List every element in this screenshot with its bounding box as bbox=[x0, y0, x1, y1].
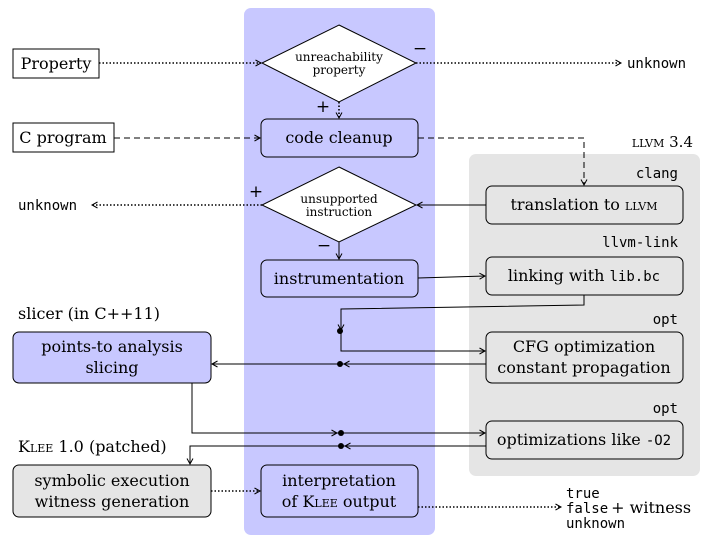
minus-label-top: − bbox=[413, 39, 427, 59]
opt-label-1: opt bbox=[653, 312, 678, 328]
unreachability-line2: property bbox=[313, 63, 366, 77]
symbolic-execution-node: symbolic execution witness generation bbox=[12, 464, 212, 518]
cfg-line1: CFG optimization bbox=[513, 337, 655, 356]
result-false-line: false+ witness bbox=[566, 498, 691, 517]
edge-linking-to-junction bbox=[337, 295, 585, 332]
slicer-caption: slicer (in C++11) bbox=[18, 304, 160, 323]
unknown-output-top: unknown bbox=[627, 56, 686, 72]
llvm-link-label: llvm-link bbox=[602, 235, 678, 251]
symbolic-line1: symbolic execution bbox=[34, 471, 189, 490]
edge-cleanup-to-translation bbox=[418, 137, 588, 187]
c-program-label: C program bbox=[19, 128, 106, 147]
slicer-line1: points-to analysis bbox=[41, 337, 183, 356]
interpretation-line1: interpretation bbox=[282, 471, 396, 490]
code-cleanup-label: code cleanup bbox=[285, 128, 392, 147]
result-true: true bbox=[566, 486, 600, 502]
symbolic-line2: witness generation bbox=[35, 492, 190, 511]
instrumentation-node: instrumentation bbox=[260, 259, 419, 298]
result-unknown: unknown bbox=[566, 516, 625, 532]
cfg-line2: constant propagation bbox=[497, 358, 670, 377]
opt-label-2: opt bbox=[653, 401, 678, 417]
slicer-node: points-to analysis slicing bbox=[12, 331, 212, 384]
translation-label: translation to llvm bbox=[510, 195, 657, 214]
plus-label-top: + bbox=[316, 97, 330, 117]
property-input-box: Property bbox=[12, 48, 100, 79]
property-label: Property bbox=[21, 54, 92, 73]
c-program-input-box: C program bbox=[12, 122, 115, 153]
code-cleanup-node: code cleanup bbox=[260, 118, 419, 158]
klee-caption: Klee 1.0 (patched) bbox=[18, 437, 167, 456]
junction-dot-4 bbox=[338, 443, 344, 449]
unknown-output-left: unknown bbox=[18, 198, 77, 214]
edge-junction-to-cfg bbox=[340, 331, 487, 355]
unsupported-line1: unsupported bbox=[300, 192, 378, 206]
unreachability-line1: unreachability bbox=[295, 50, 383, 64]
llvm-panel-background bbox=[469, 154, 700, 476]
junction-dot-3 bbox=[338, 430, 344, 436]
translation-node: translation to llvm bbox=[485, 185, 684, 225]
minus-label-mid: − bbox=[317, 236, 331, 256]
linking-node: linking with lib.bc bbox=[485, 256, 684, 296]
edge-instrumentation-to-linking bbox=[417, 272, 487, 280]
interpretation-node: interpretation of Klee output bbox=[260, 464, 419, 518]
interpretation-line2: of Klee output bbox=[282, 492, 397, 511]
cfg-optimization-node: CFG optimization constant propagation bbox=[485, 331, 684, 384]
instrumentation-label: instrumentation bbox=[274, 269, 404, 288]
clang-label: clang bbox=[636, 166, 678, 182]
junction-dot-1 bbox=[337, 328, 343, 334]
optimizations-node: optimizations like -O2 bbox=[485, 420, 684, 460]
llvm-panel-caption: llvm 3.4 bbox=[632, 133, 693, 151]
slicer-line2: slicing bbox=[85, 358, 138, 377]
unsupported-line2: instruction bbox=[306, 205, 373, 219]
junction-dot-2 bbox=[337, 361, 343, 367]
linking-label: linking with lib.bc bbox=[508, 266, 660, 285]
plus-label-mid: + bbox=[249, 182, 263, 202]
optimizations-label: optimizations like -O2 bbox=[497, 430, 671, 449]
